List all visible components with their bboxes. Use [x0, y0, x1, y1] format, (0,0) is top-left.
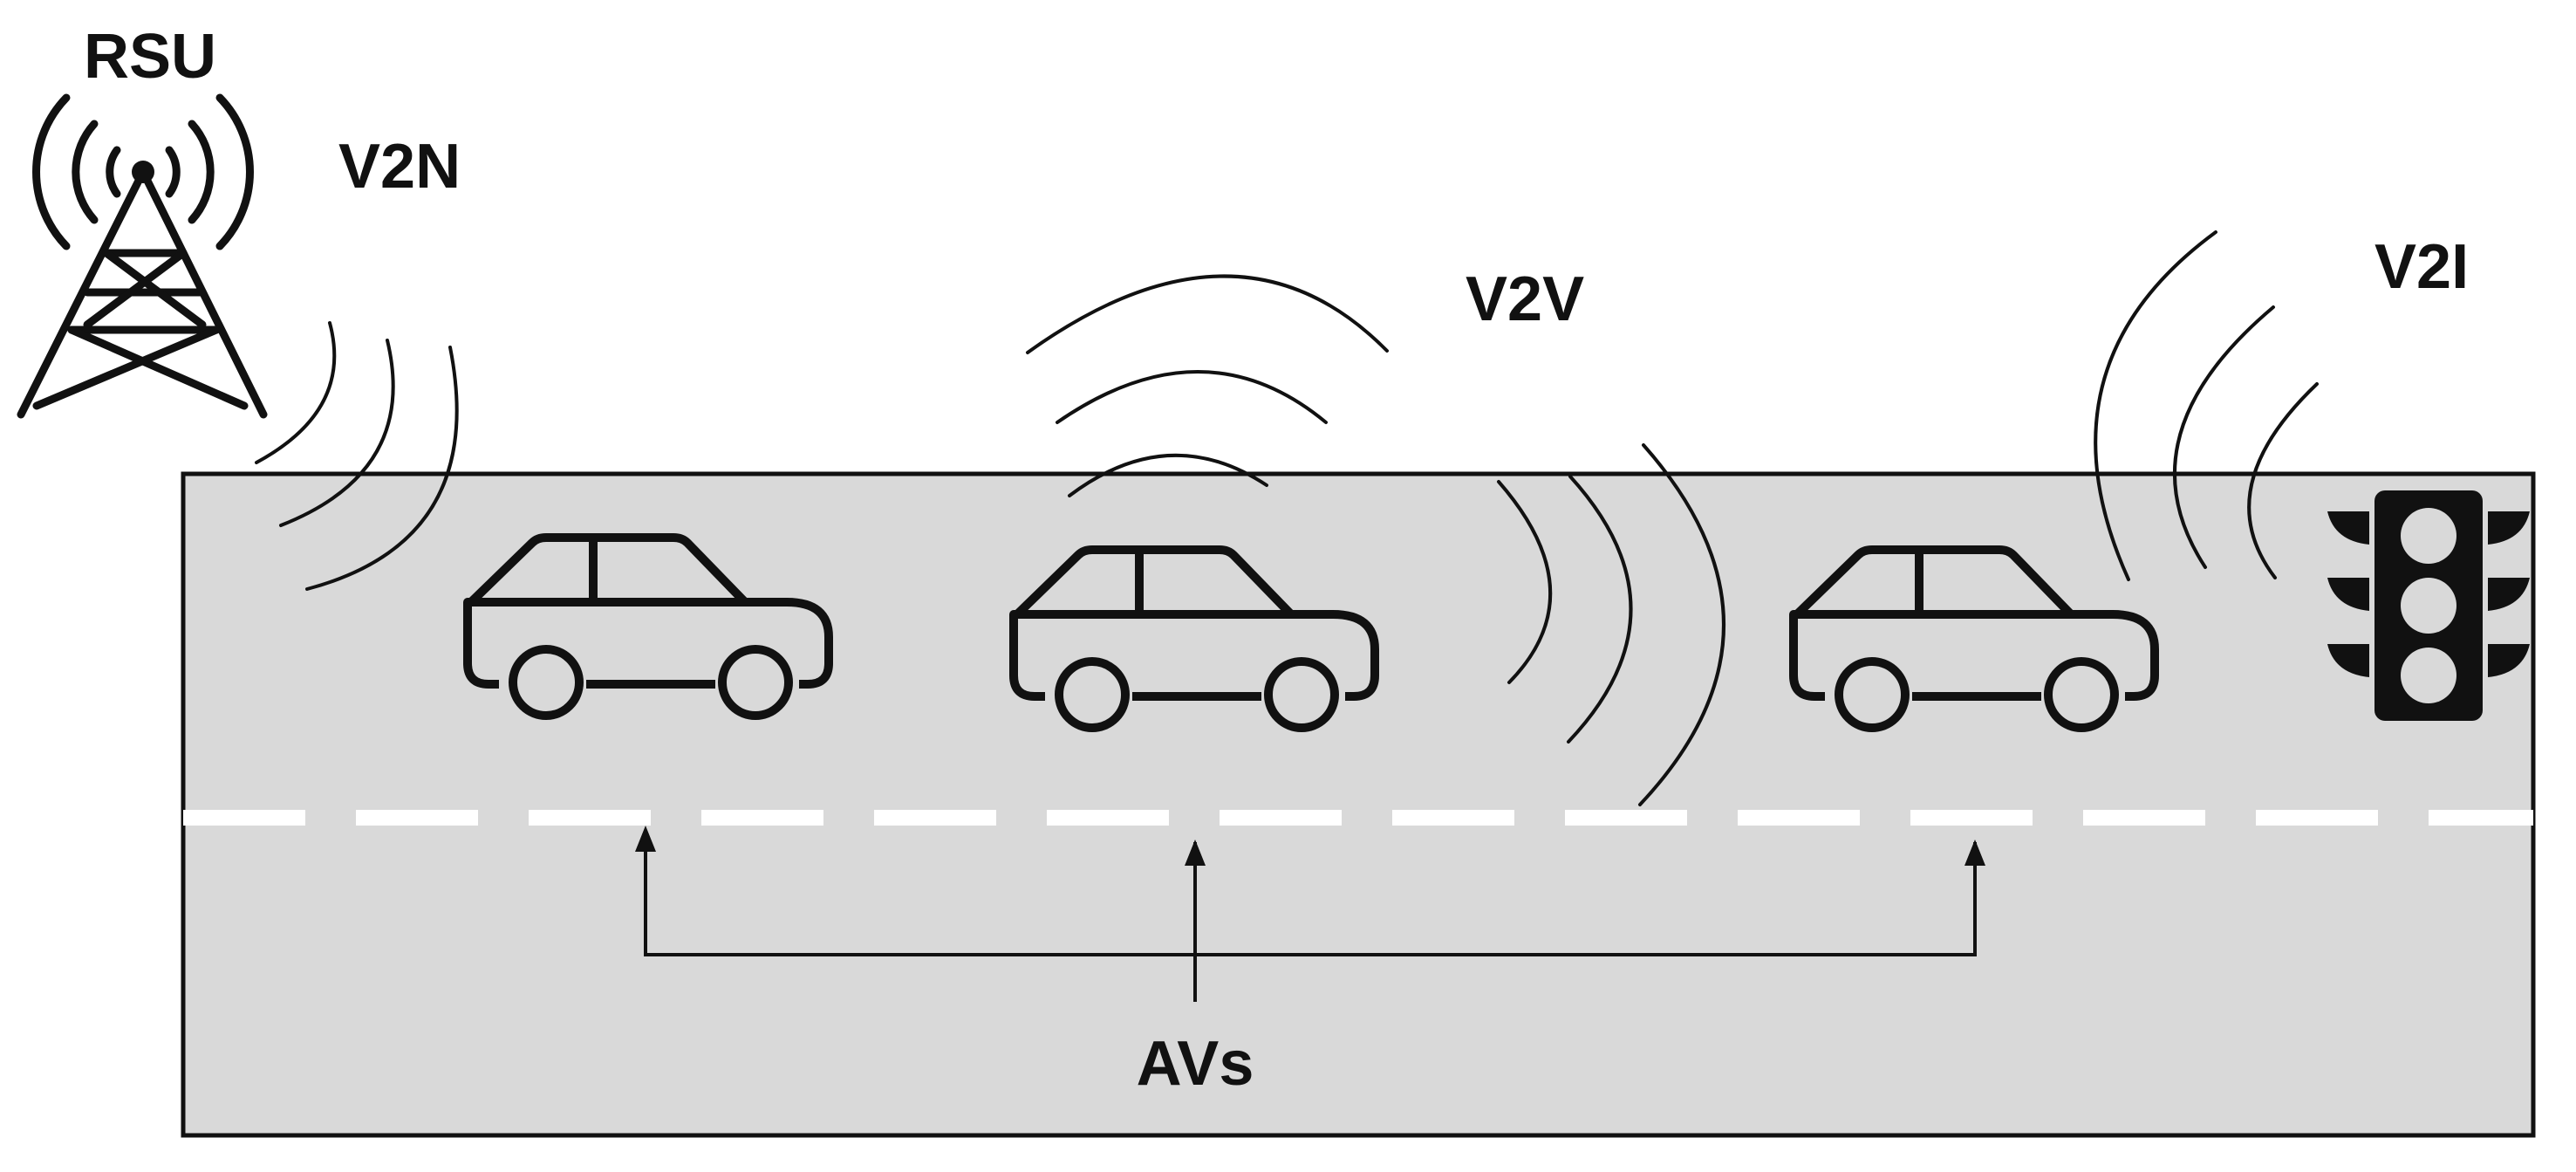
v2n-label: V2N: [338, 132, 461, 202]
avs-label: AVs: [1137, 1029, 1254, 1099]
arrowheads: [635, 826, 1985, 866]
v2i-label: V2I: [2374, 232, 2469, 302]
wireless-signal-icon: [1026, 274, 1389, 497]
rsu-tower-icon: [17, 93, 268, 419]
road: [181, 471, 2536, 1138]
traffic-light-icon: [2327, 490, 2530, 721]
v2v-label: V2V: [1466, 264, 1584, 334]
rsu-label: RSU: [84, 22, 216, 92]
wireless-signal-icon: [2094, 230, 2319, 581]
wireless-signal-icon: [255, 321, 459, 591]
avs-arrows: [644, 842, 1977, 1002]
wireless-signal-icon: [1497, 443, 1725, 806]
